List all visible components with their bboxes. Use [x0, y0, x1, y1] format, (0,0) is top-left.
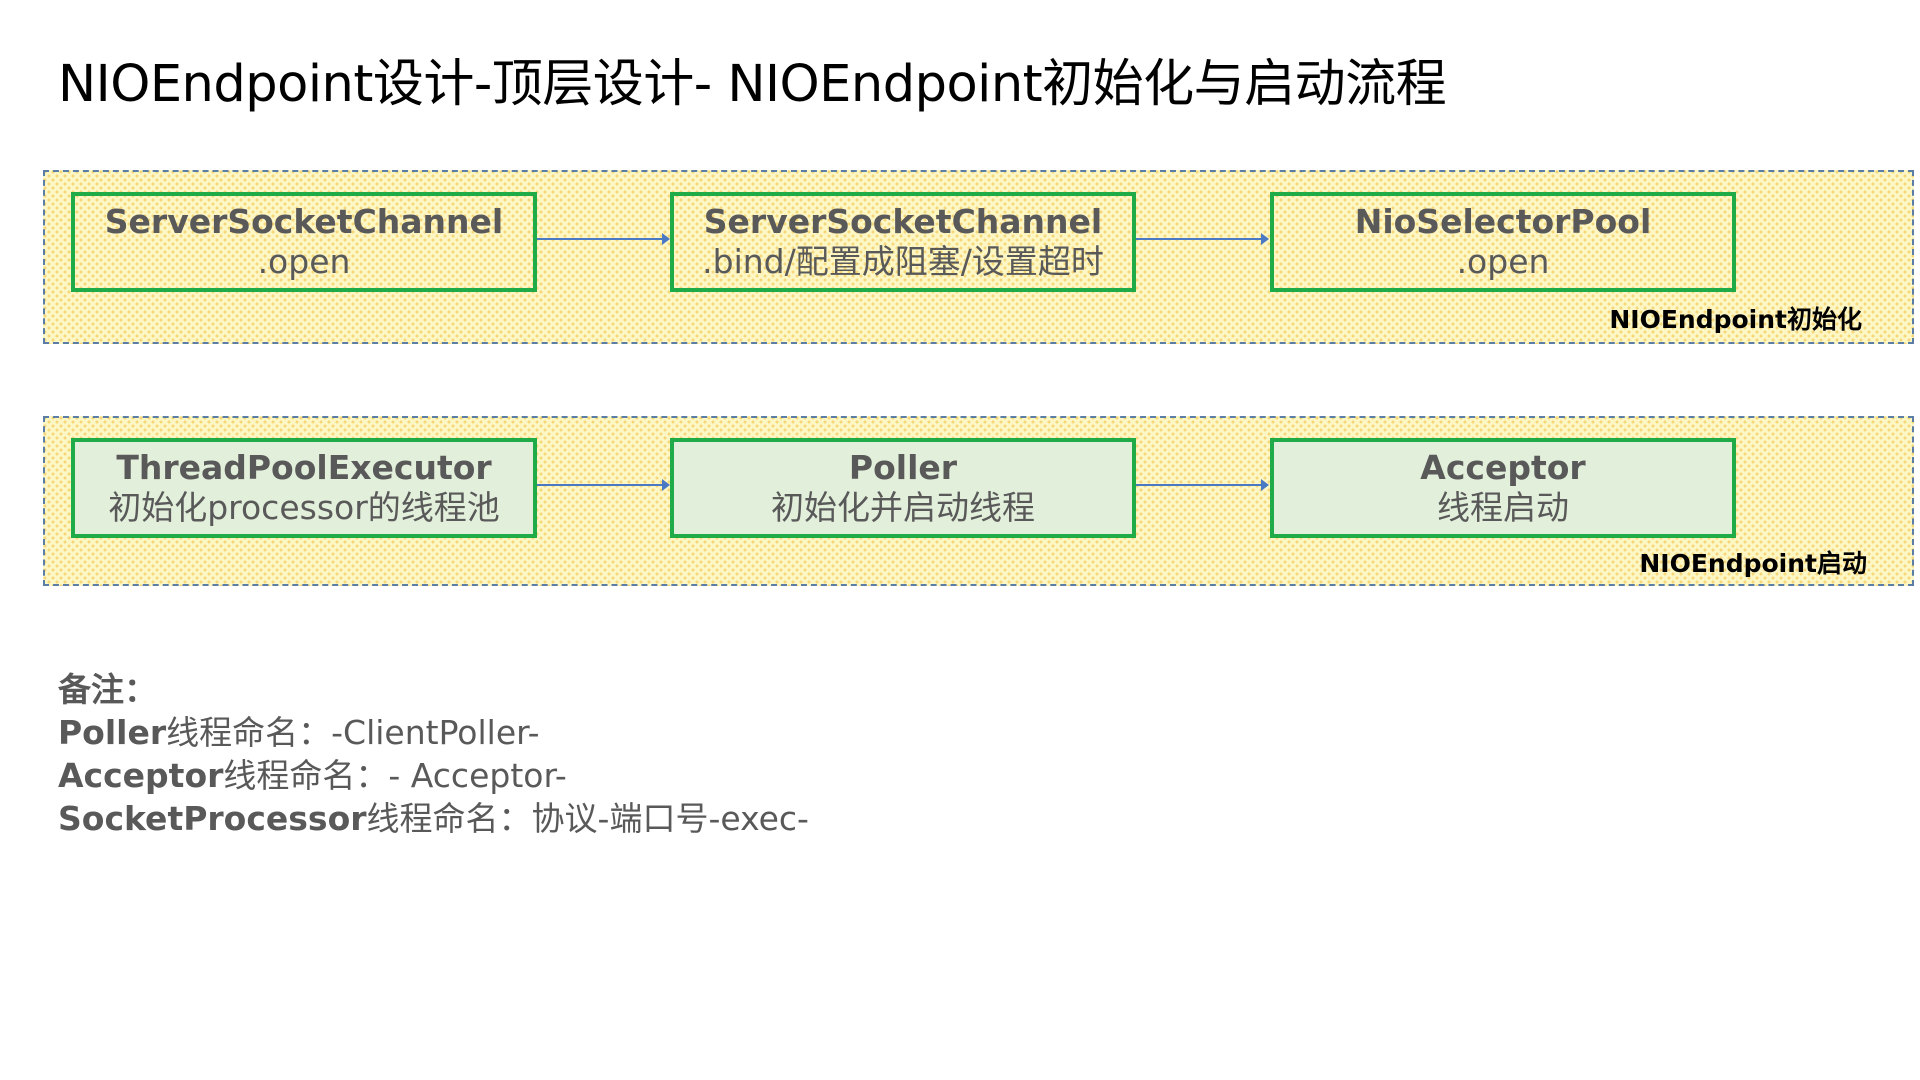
box-title: Poller — [848, 448, 958, 488]
box-title: ServerSocketChannel — [703, 202, 1103, 242]
start-group: ThreadPoolExecutor 初始化processor的线程池 Poll… — [43, 416, 1914, 586]
box-subtitle: 初始化processor的线程池 — [108, 488, 500, 527]
box-title: NioSelectorPool — [1354, 202, 1652, 242]
box-subtitle: .bind/配置成阻塞/设置超时 — [702, 242, 1104, 281]
note-text: 线程命名：-ClientPoller- — [166, 713, 540, 752]
start-box-thread-pool: ThreadPoolExecutor 初始化processor的线程池 — [71, 438, 537, 538]
arrow-right — [537, 233, 670, 245]
arrow-right — [537, 479, 670, 491]
page-title: NIOEndpoint设计-顶层设计- NIOEndpoint初始化与启动流程 — [58, 55, 1447, 114]
init-group-label: NIOEndpoint初始化 — [1609, 305, 1862, 334]
start-box-poller: Poller 初始化并启动线程 — [670, 438, 1136, 538]
note-subject: SocketProcessor — [58, 799, 367, 838]
box-title: ServerSocketChannel — [104, 202, 504, 242]
init-group: ServerSocketChannel .open ServerSocketCh… — [43, 170, 1914, 344]
box-title: Acceptor — [1420, 448, 1586, 488]
init-box-selector-pool: NioSelectorPool .open — [1270, 192, 1736, 292]
arrow-right — [1136, 479, 1269, 491]
start-box-acceptor: Acceptor 线程启动 — [1270, 438, 1736, 538]
init-box-server-socket-bind: ServerSocketChannel .bind/配置成阻塞/设置超时 — [670, 192, 1136, 292]
box-subtitle: .open — [1456, 242, 1550, 281]
note-item: Acceptor线程命名：- Acceptor- — [58, 754, 809, 797]
box-subtitle: .open — [257, 242, 351, 281]
start-group-label: NIOEndpoint启动 — [1639, 549, 1867, 578]
box-subtitle: 初始化并启动线程 — [771, 488, 1035, 527]
note-item: SocketProcessor线程命名：协议-端口号-exec- — [58, 797, 809, 840]
note-item: Poller线程命名：-ClientPoller- — [58, 711, 809, 754]
box-subtitle: 线程启动 — [1437, 488, 1569, 527]
note-text: 线程命名：协议-端口号-exec- — [366, 799, 809, 838]
note-subject: Acceptor — [58, 756, 224, 795]
notes-heading: 备注： — [58, 670, 157, 709]
box-title: ThreadPoolExecutor — [116, 448, 492, 488]
note-subject: Poller — [58, 713, 167, 752]
notes: 备注： Poller线程命名：-ClientPoller- Acceptor线程… — [58, 668, 809, 840]
note-text: 线程命名：- Acceptor- — [223, 756, 567, 795]
arrow-right — [1136, 233, 1269, 245]
init-box-server-socket-open: ServerSocketChannel .open — [71, 192, 537, 292]
